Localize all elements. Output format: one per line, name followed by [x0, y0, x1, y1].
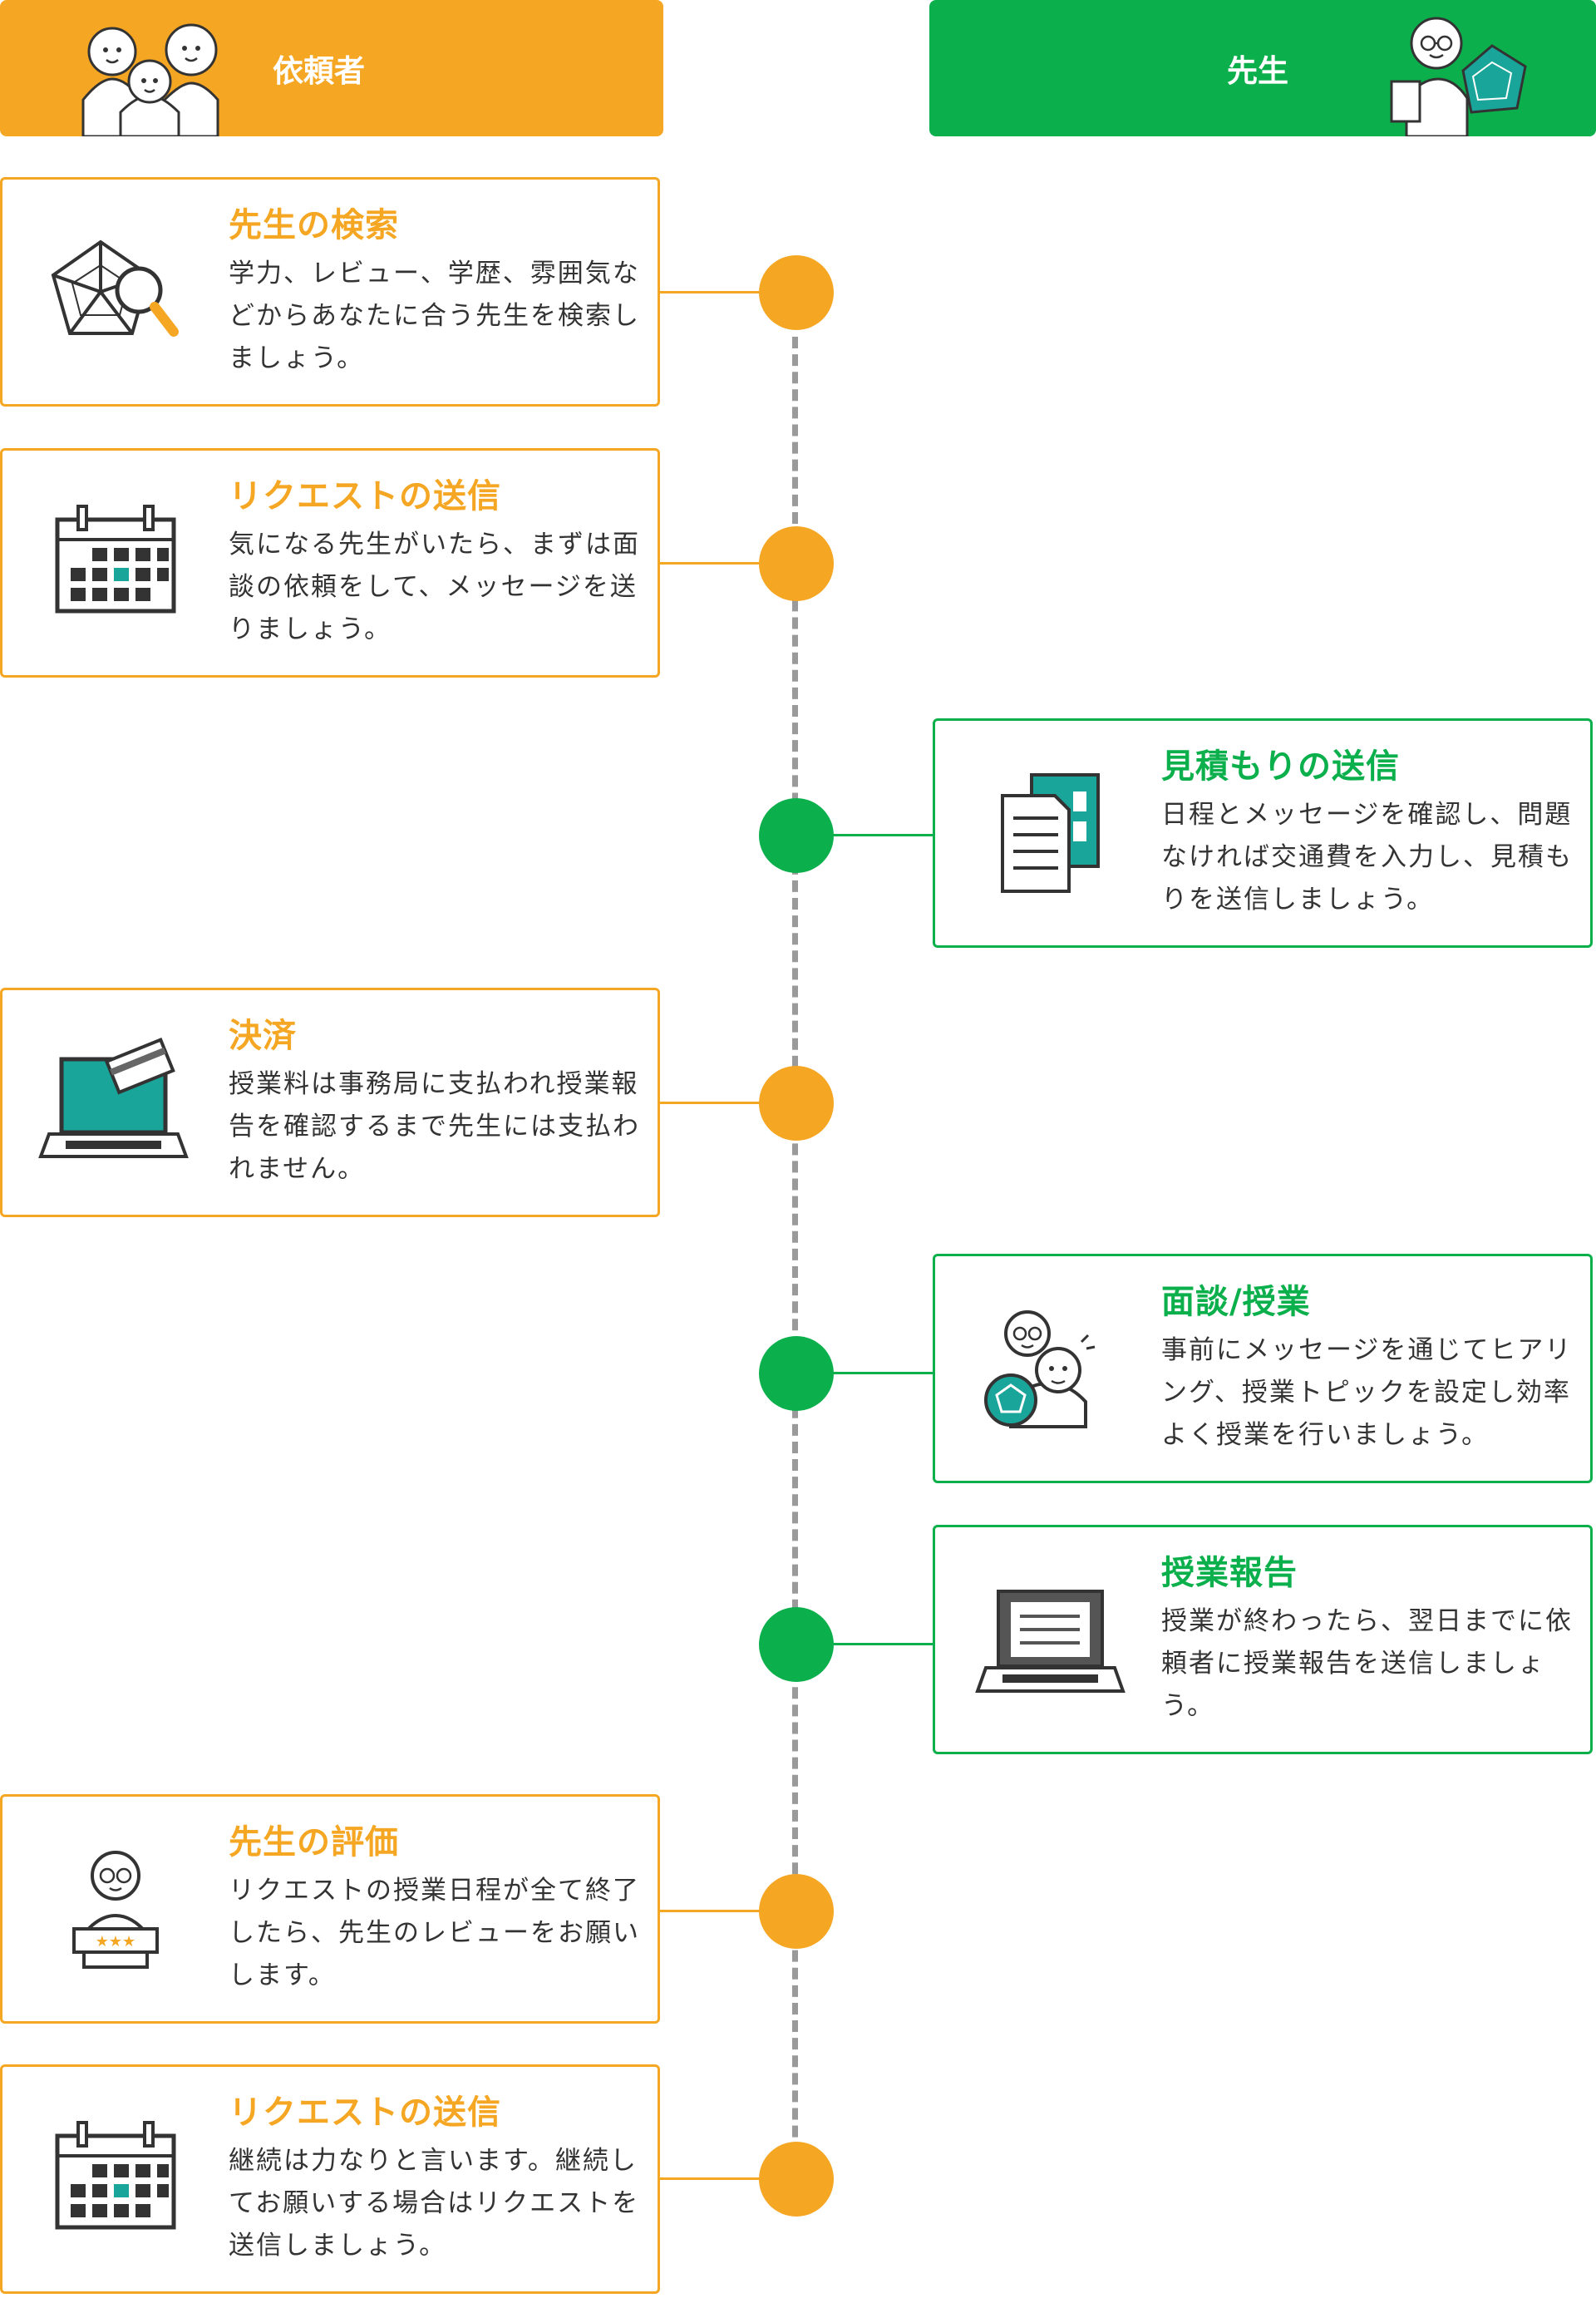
- step-card: 先生の検索 学力、レビュー、学歴、雰囲気などからあなたに合う先生を検索しましょう…: [0, 177, 660, 407]
- step-card: ★★★ 先生の評価 リクエストの授業日程が全て終了したら、先生のレビューをお願い…: [0, 1794, 660, 2024]
- teacher-radar-icon: [1390, 17, 1527, 136]
- step-text: 先生の検索 学力、レビュー、学歴、雰囲気などからあなたに合う先生を検索しましょう…: [229, 205, 640, 380]
- step-description: 日程とメッセージを確認し、問題なければ交通費を入力し、見積もりを送信しましょう。: [1161, 800, 1573, 915]
- requester-header: 依頼者: [0, 0, 663, 136]
- timeline-dot: [759, 255, 834, 330]
- step-text: 先生の評価 リクエストの授業日程が全て終了したら、先生のレビューをお願いします。: [229, 1822, 640, 1997]
- step-title: 授業報告: [1161, 1554, 1298, 1592]
- timeline-dot: [759, 1066, 834, 1141]
- step-title: 先生の検索: [229, 206, 399, 244]
- connector: [660, 2177, 798, 2180]
- step-text: リクエストの送信 気になる先生がいたら、まずは面談の依頼をして、メッセージを送り…: [229, 476, 640, 651]
- step-title: 見積もりの送信: [1161, 747, 1400, 786]
- timeline-dot: [759, 2142, 834, 2217]
- step-description: 気になる先生がいたら、まずは面談の依頼をして、メッセージを送りましょう。: [229, 530, 640, 644]
- step-description: リクエストの授業日程が全て終了したら、先生のレビューをお願いします。: [229, 1876, 640, 1990]
- family-icon: [81, 23, 219, 136]
- step-description: 事前にメッセージを通じてヒアリング、授業トピックを設定し効率よく授業を行いましょ…: [1161, 1335, 1573, 1450]
- timeline-dot: [759, 526, 834, 601]
- step-card: 面談/授業 事前にメッセージを通じてヒアリング、授業トピックを設定し効率よく授業…: [933, 1254, 1593, 1483]
- connector: [796, 834, 934, 836]
- step-card: 見積もりの送信 日程とメッセージを確認し、問題なければ交通費を入力し、見積もりを…: [933, 718, 1593, 948]
- timeline-dot: [759, 1607, 834, 1682]
- step-description: 授業が終わったら、翌日までに依頼者に授業報告を送信しましょう。: [1161, 1606, 1573, 1721]
- connector: [796, 1643, 934, 1645]
- laptop-card-icon: [38, 1037, 189, 1158]
- connector: [660, 1910, 798, 1912]
- connector: [660, 562, 798, 565]
- interview-people-icon: [984, 1310, 1096, 1428]
- connector: [796, 1372, 934, 1374]
- step-text: リクエストの送信 継続は力なりと言います。継続してお願いする場合はリクエストを送…: [229, 2092, 640, 2267]
- step-title: リクエストの送信: [229, 2093, 501, 2132]
- laptop-report-icon: [975, 1590, 1126, 1693]
- calendar-icon: [55, 2121, 176, 2230]
- step-title: 先生の評価: [229, 1823, 399, 1862]
- requester-header-title: 依頼者: [273, 53, 365, 89]
- step-text: 決済 授業料は事務局に支払われ授業報告を確認するまで先生には支払われません。: [229, 1015, 640, 1191]
- step-text: 面談/授業 事前にメッセージを通じてヒアリング、授業トピックを設定し効率よく授業…: [1161, 1281, 1573, 1457]
- step-description: 継続は力なりと言います。継続してお願いする場合はリクエストを送信しましょう。: [229, 2146, 640, 2261]
- timeline-line: [792, 337, 798, 2207]
- teacher-rating-icon: ★★★: [72, 1851, 159, 1969]
- step-card: リクエストの送信 継続は力なりと言います。継続してお願いする場合はリクエストを送…: [0, 2064, 660, 2294]
- calendar-icon: [55, 505, 176, 614]
- step-title: 面談/授業: [1161, 1283, 1311, 1321]
- step-card: 決済 授業料は事務局に支払われ授業報告を確認するまで先生には支払われません。: [0, 988, 660, 1217]
- step-text: 授業報告 授業が終わったら、翌日までに依頼者に授業報告を送信しましょう。: [1161, 1552, 1573, 1728]
- step-title: リクエストの送信: [229, 477, 501, 515]
- step-card: リクエストの送信 気になる先生がいたら、まずは面談の依頼をして、メッセージを送り…: [0, 448, 660, 678]
- timeline-dot: [759, 1874, 834, 1949]
- teacher-header-title: 先生: [1227, 53, 1288, 89]
- step-card: 授業報告 授業が終わったら、翌日までに依頼者に授業報告を送信しましょう。: [933, 1525, 1593, 1754]
- connector: [660, 291, 798, 293]
- teacher-header: 先生: [929, 0, 1596, 136]
- timeline-dot: [759, 1336, 834, 1411]
- radar-chart-search-icon: [51, 239, 179, 337]
- step-text: 見積もりの送信 日程とメッセージを確認し、問題なければ交通費を入力し、見積もりを…: [1161, 746, 1573, 921]
- connector: [660, 1102, 798, 1104]
- step-title: 決済: [229, 1017, 297, 1055]
- timeline-dot: [759, 798, 834, 873]
- documents-icon: [1001, 773, 1100, 893]
- svg-text:★★★: ★★★: [96, 1933, 135, 1950]
- step-description: 学力、レビュー、学歴、雰囲気などからあなたに合う先生を検索しましょう。: [229, 259, 640, 373]
- step-description: 授業料は事務局に支払われ授業報告を確認するまで先生には支払われません。: [229, 1069, 640, 1184]
